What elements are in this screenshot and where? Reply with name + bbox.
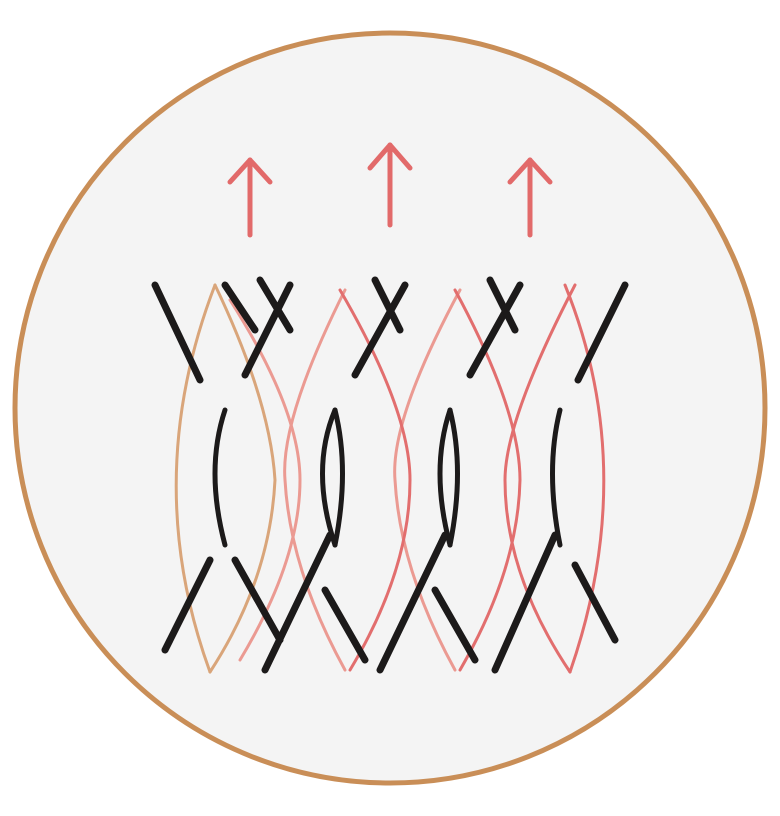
strand-segment [507, 157, 553, 185]
strand-segment [376, 531, 449, 674]
strand-pink [228, 298, 302, 662]
strand-segment [227, 157, 273, 185]
strand-segment [351, 281, 409, 379]
badge-circle-icon [12, 30, 768, 786]
strand-tan [208, 283, 277, 674]
strand-segment [574, 281, 629, 384]
strand-segment [437, 407, 453, 548]
strand-segment [367, 142, 413, 171]
strand-segment [161, 556, 214, 654]
strand-segment [321, 586, 369, 664]
strand-segment [256, 276, 294, 334]
strand-segment [491, 531, 559, 674]
strand-segment [371, 276, 404, 334]
strand-segment [212, 407, 228, 548]
strand-pink [393, 288, 462, 672]
strand-segment [466, 281, 524, 379]
strand-red [453, 288, 522, 672]
strand-red [503, 283, 577, 674]
strand-segment [571, 561, 619, 644]
strand-segment [486, 276, 519, 334]
up-arrows [227, 142, 553, 238]
strand-segment [231, 556, 284, 644]
strand-red [563, 283, 606, 674]
strand-tan [174, 283, 217, 674]
black-strands-top [151, 276, 629, 384]
strand-segment [447, 407, 460, 548]
black-strands-bottom [161, 531, 619, 674]
strand-segment [241, 281, 294, 379]
strand-segment [261, 531, 334, 674]
strand-pink [283, 288, 347, 672]
black-strands-middle [212, 407, 563, 548]
strand-segment [151, 281, 204, 384]
strand-red [338, 288, 412, 672]
up-arrow-icon [507, 157, 553, 238]
up-arrow-icon [367, 142, 413, 228]
woven-strands-icon [174, 283, 606, 674]
strand-segment [320, 407, 338, 548]
strand-segment [221, 281, 259, 334]
strand-segment [332, 407, 345, 548]
up-arrow-icon [227, 157, 273, 238]
strand-segment [550, 407, 563, 548]
strand-segment [431, 586, 479, 664]
